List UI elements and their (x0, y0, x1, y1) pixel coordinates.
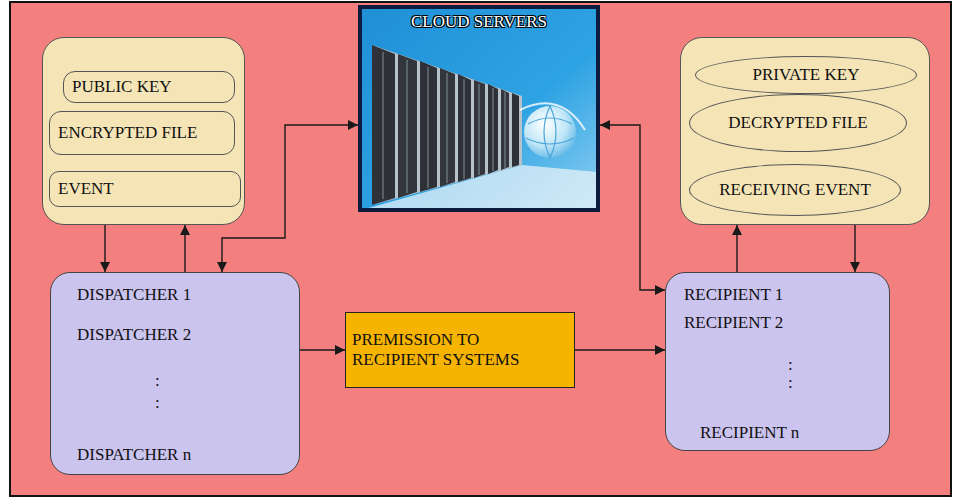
key-oval: PRIVATE KEY (695, 56, 917, 94)
node-label: ENCRYPTED FILE (58, 123, 197, 143)
node-label: RECIPIENT 2 (684, 313, 881, 333)
node-label: EVENT (58, 179, 114, 199)
key-box: PUBLIC KEY (63, 71, 235, 103)
node-label: : (788, 355, 881, 375)
node-label: PREMISSION TO RECIPIENT SYSTEMS (352, 330, 568, 370)
connector-arrow (184, 225, 185, 272)
node-label: DISPATCHER 1 (77, 285, 291, 305)
sender-panel: PUBLIC KEY ENCRYPTED FILE EVENT (42, 37, 245, 225)
connector-arrow (600, 125, 665, 290)
node-label: DECRYPTED FILE (728, 113, 867, 133)
connector-arrow (575, 349, 665, 350)
connector-arrow (300, 349, 345, 350)
node-label: RECEIVING EVENT (719, 180, 871, 200)
connector-arrow (854, 225, 855, 272)
event-oval: RECEIVING EVENT (689, 164, 901, 216)
server-illustration (360, 7, 598, 210)
permission-box: PREMISSION TO RECIPIENT SYSTEMS (345, 312, 575, 388)
node-label: DISPATCHER 2 (77, 325, 291, 345)
event-box: EVENT (49, 171, 241, 207)
dispatcher-box: DISPATCHER 1DISPATCHER 2::DISPATCHER n (50, 272, 300, 475)
cloud-server-box: CLOUD SERVERS (358, 5, 600, 212)
diagram-frame (10, 2, 951, 496)
file-oval: DECRYPTED FILE (689, 94, 907, 152)
node-label: : (788, 373, 881, 393)
node-label: RECIPIENT 1 (684, 285, 881, 305)
receiver-panel: PRIVATE KEY DECRYPTED FILE RECEIVING EVENT (680, 37, 930, 225)
node-label: PUBLIC KEY (72, 77, 172, 97)
connector-arrow (104, 225, 105, 272)
connector-arrow (736, 225, 737, 272)
node-label: PRIVATE KEY (753, 65, 860, 85)
file-box: ENCRYPTED FILE (49, 111, 235, 155)
node-label: CLOUD SERVERS (411, 12, 547, 32)
node-label: : (155, 393, 291, 413)
recipient-box: RECIPIENT 1RECIPIENT 2::RECIPIENT n (665, 272, 890, 451)
node-label: DISPATCHER n (77, 445, 291, 465)
node-label: RECIPIENT n (700, 423, 881, 443)
node-label: : (155, 371, 291, 391)
